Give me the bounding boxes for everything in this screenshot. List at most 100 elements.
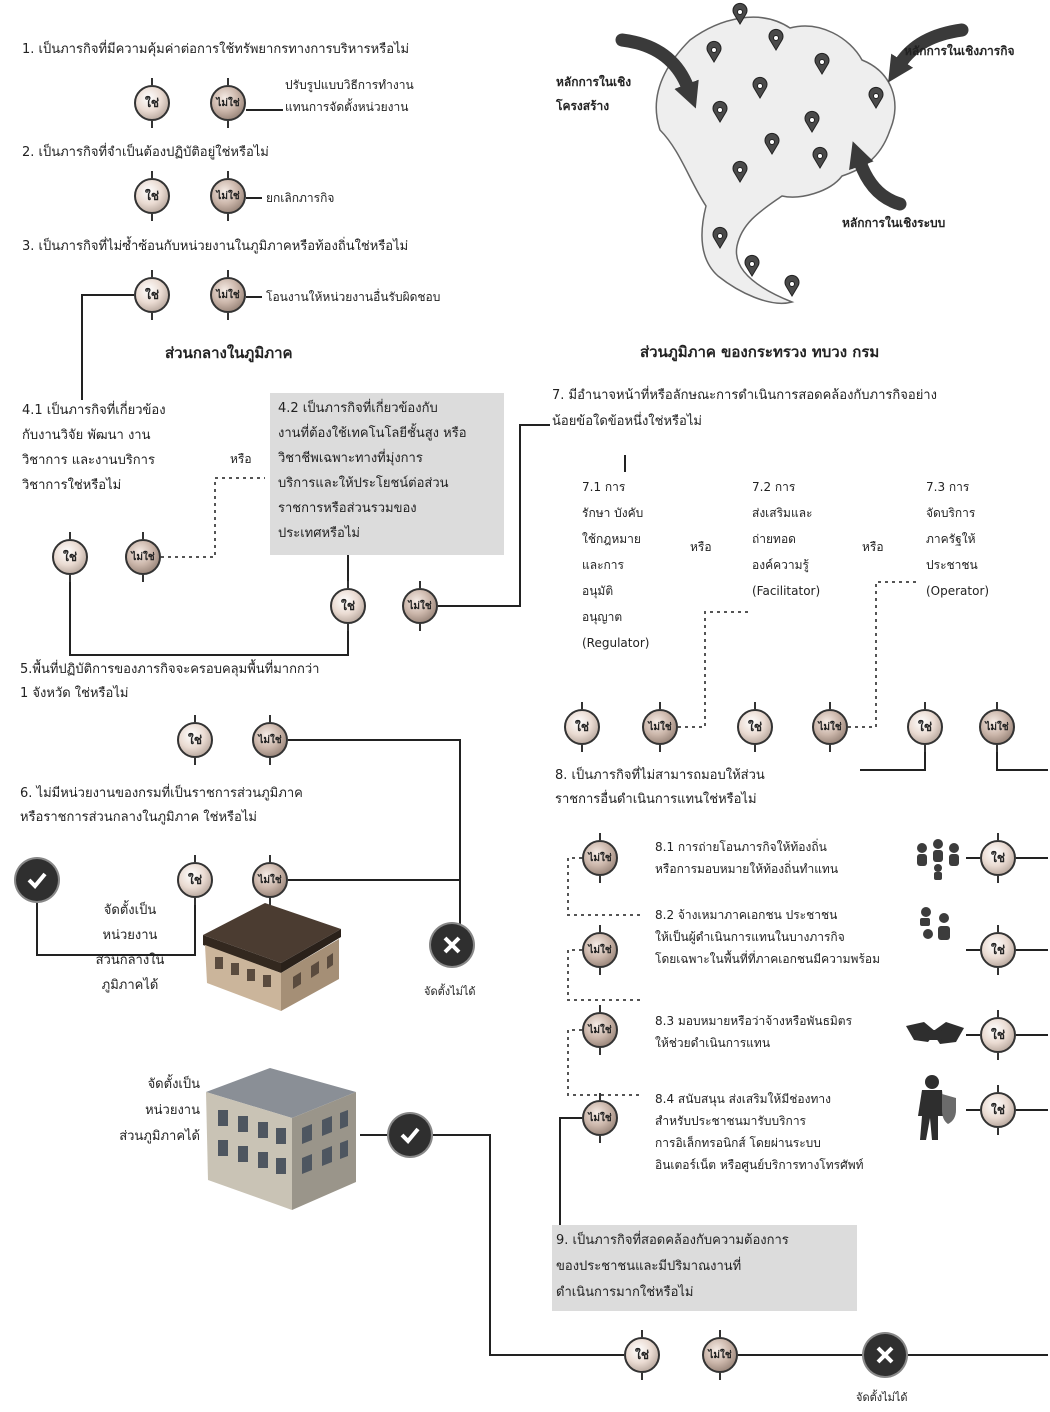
q8-2-yes-button[interactable]: ใช่	[980, 925, 1016, 975]
q4-2-line: ราชการหรือส่วนรวมของ	[278, 501, 417, 516]
dotted-connector	[161, 477, 265, 558]
q8-3-no-button[interactable]: ไม่ใช่	[582, 1005, 618, 1055]
q3-no-button[interactable]: ไม่ใช่	[210, 270, 246, 320]
result-central-established: จัดตั้งเป็น หน่วยงาน ส่วนกลางใน ภูมิภาคไ…	[80, 898, 180, 998]
q8-4-no-button[interactable]: ไม่ใช่	[582, 1093, 618, 1143]
q1-no-result: ปรับรูปแบบวิธีการทำงาน แทนการจัดตั้งหน่ว…	[285, 74, 414, 118]
q8-3-line: 8.3 มอบหมายหรือว่าจ้างหรือพันธมิตร	[655, 1014, 853, 1028]
q9-yes-button[interactable]: ใช่	[624, 1330, 660, 1380]
q8-4-line: อินเตอร์เน็ต หรือศูนย์บริการทางโทรศัพท์	[655, 1158, 864, 1172]
arrow-system	[849, 141, 907, 211]
question-1: 1. เป็นภารกิจที่มีความคุ้มค่าต่อการใช้ทร…	[22, 42, 410, 57]
q8-2-no-button[interactable]: ไม่ใช่	[582, 925, 618, 975]
q7-3-no-button[interactable]: ไม่ใช่	[979, 702, 1015, 752]
q6-no-button[interactable]: ไม่ใช่	[252, 855, 288, 905]
q4-1-line: วิชาการใช่หรือไม่	[22, 478, 122, 493]
question-7: 7. มีอำนาจหน้าที่หรือลักษณะการดำเนินการส…	[552, 383, 937, 435]
thailand-map-illustration	[615, 2, 969, 304]
q5-line: 1 จังหวัด ใช่หรือไม่	[20, 686, 129, 701]
handshake-icon	[906, 1022, 964, 1044]
q7-2-no-button[interactable]: ไม่ใช่	[812, 702, 848, 752]
q7-3-line: จัดบริการ	[926, 506, 976, 520]
result-line: ส่วนกลางใน	[95, 953, 165, 968]
option-8-3: 8.3 มอบหมายหรือว่าจ้างหรือพันธมิตร ให้ช่…	[655, 1010, 852, 1054]
connector-line	[431, 1134, 624, 1356]
q7-2-line: 7.2 การ	[752, 480, 796, 494]
q8-4-line: 8.4 สนับสนุน ส่งเสริมให้มีช่องทาง	[655, 1092, 831, 1106]
check-icon	[16, 859, 58, 901]
q4-2-no-button[interactable]: ไม่ใช่	[402, 581, 438, 631]
option-8-4: 8.4 สนับสนุน ส่งเสริมให้มีช่องทาง สำหรับ…	[655, 1088, 864, 1176]
or-label: หรือ	[862, 540, 884, 554]
q4-1-yes-button[interactable]: ใช่	[52, 532, 88, 582]
q9-line: ของประชาชนและมีปริมาณงานที่	[556, 1259, 742, 1274]
q1-no-button[interactable]: ไม่ใช่	[210, 78, 246, 128]
q9-line: 9. เป็นภารกิจที่สอดคล้องกับความต้องการ	[556, 1233, 789, 1248]
q1-no-result-line: ปรับรูปแบบวิธีการทำงาน	[285, 78, 414, 92]
q4-2-line: งานที่ต้องใช้เทคโนโลยีชั้นสูง หรือ	[278, 426, 467, 441]
q1-yes-button[interactable]: ใช่	[134, 78, 170, 128]
q5-line: 5.พื้นที่ปฏิบัติการของภารกิจจะครอบคลุมพื…	[20, 662, 320, 677]
q1-no-result-line: แทนการจัดตั้งหน่วยงาน	[285, 100, 409, 114]
map-pin-icon	[814, 52, 830, 75]
arrow-mission	[888, 23, 969, 83]
q2-yes-button[interactable]: ใช่	[134, 171, 170, 221]
q9-no-button[interactable]: ไม่ใช่	[702, 1330, 738, 1380]
map-pin-icon	[706, 40, 722, 63]
dotted-connector	[567, 949, 640, 1001]
option-7-3-operator: 7.3 การ จัดบริการ ภาครัฐให้ ประชาชน (Ope…	[926, 474, 989, 604]
question-4-2-box	[270, 393, 504, 555]
q7-1-line: และการ	[582, 558, 624, 572]
connector-line	[36, 898, 196, 956]
q7-1-line: อนุญาต	[582, 610, 623, 624]
q4-1-no-button[interactable]: ไม่ใช่	[125, 532, 161, 582]
q7-2-line: ส่งเสริมและ	[752, 506, 813, 520]
map-pin-icon	[752, 76, 768, 99]
q8-2-line: ให้เป็นผู้ดำเนินการแทนในบางภารกิจ	[655, 930, 845, 944]
q8-2-line: 8.2 จ้างเหมาภาคเอกชน ประชาชน	[655, 908, 838, 922]
q6-yes-button[interactable]: ใช่	[177, 855, 213, 905]
dotted-connector	[567, 1029, 640, 1096]
q3-yes-button[interactable]: ใช่	[134, 270, 170, 320]
q7-3-line: (Operator)	[926, 584, 990, 598]
q5-yes-button[interactable]: ใช่	[177, 715, 213, 765]
x-icon	[864, 1334, 906, 1376]
connector-line	[288, 739, 461, 924]
people-group-icon	[917, 839, 959, 880]
q4-2-yes-button[interactable]: ใช่	[330, 581, 366, 631]
q8-4-line: สำหรับประชาชนมารับบริการ	[655, 1114, 806, 1128]
result-line: ส่วนภูมิภาคได้	[119, 1129, 200, 1144]
map-pin-icon	[804, 110, 820, 133]
person-shield-icon	[918, 1075, 956, 1140]
connector-line	[81, 294, 134, 400]
q8-3-yes-button[interactable]: ใช่	[980, 1010, 1016, 1060]
q7-line: น้อยข้อใดข้อหนึ่งใช่หรือไม่	[552, 414, 702, 429]
label-structure-principle: หลักการในเชิง โครงสร้าง	[556, 70, 631, 118]
label-line: หลักการในเชิง	[556, 75, 632, 89]
q4-2-line: วิชาชีพเฉพาะทางที่มุ่งการ	[278, 451, 423, 466]
q8-1-line: หรือการมอบหมายให้ท้องถิ่นทำแทน	[655, 862, 839, 876]
q7-3-yes-button[interactable]: ใช่	[907, 702, 943, 752]
q7-1-no-button[interactable]: ไม่ใช่	[642, 702, 678, 752]
q2-no-button[interactable]: ไม่ใช่	[210, 171, 246, 221]
q7-1-line: ใช้กฎหมาย	[582, 532, 641, 546]
map-pin-icon	[868, 86, 884, 109]
q7-1-line: รักษา บังคับ	[582, 506, 644, 520]
q8-2-line: โดยเฉพาะในพื้นที่ที่ภาคเอกชนมีความพร้อม	[655, 952, 881, 966]
check-icon	[389, 1114, 431, 1156]
x-icon	[431, 924, 473, 966]
q7-3-line: 7.3 การ	[926, 480, 970, 494]
q5-no-button[interactable]: ไม่ใช่	[252, 715, 288, 765]
q8-1-yes-button[interactable]: ใช่	[980, 833, 1016, 883]
q4-1-line: วิชาการ และงานบริการ	[22, 453, 155, 468]
question-8: 8. เป็นภารกิจที่ไม่สามารถมอบให้ส่วน ราชก…	[555, 764, 765, 812]
result-line: หน่วยงาน	[145, 1103, 200, 1118]
connector-line	[860, 745, 926, 771]
q8-1-no-button[interactable]: ไม่ใช่	[582, 833, 618, 883]
q8-4-yes-button[interactable]: ใช่	[980, 1085, 1016, 1135]
q7-2-yes-button[interactable]: ใช่	[737, 702, 773, 752]
heading-central-in-region: ส่วนกลางในภูมิภาค	[165, 344, 293, 362]
q7-1-yes-button[interactable]: ใช่	[564, 702, 600, 752]
map-pin-icon	[784, 274, 800, 297]
label-mission-principle: หลักการในเชิงภารกิจ	[904, 44, 1015, 58]
